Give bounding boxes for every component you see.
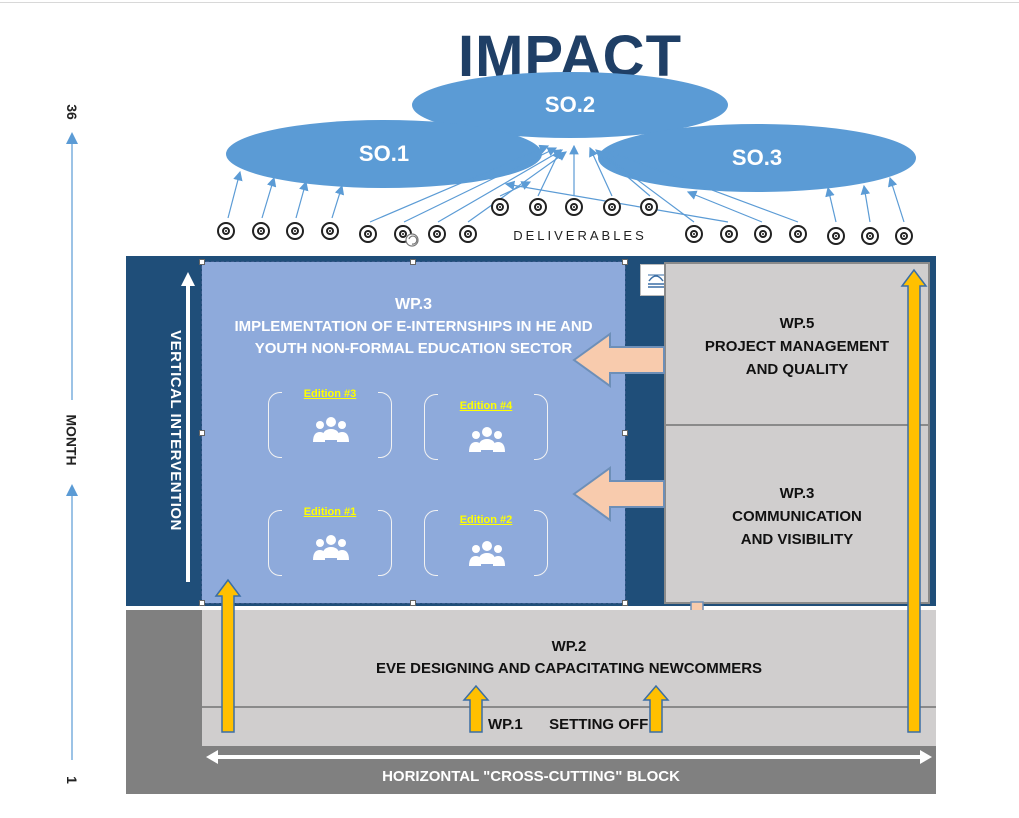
deliverable-target-icon <box>321 222 339 240</box>
edition-label: Edition #3 <box>303 388 357 400</box>
horizontal-block-label: HORIZONTAL "CROSS-CUTTING" BLOCK <box>382 768 680 785</box>
edition-label: Edition #2 <box>459 514 513 526</box>
deliverable-target-icon <box>861 227 879 245</box>
wp2-title: EVE DESIGNING AND CAPACITATING NEWCOMMER… <box>375 660 763 677</box>
wp1-code: WP.1 <box>488 716 523 733</box>
deliverable-target-icon <box>895 227 913 245</box>
wp5-line1: PROJECT MANAGEMENT <box>704 338 890 355</box>
edition-label: Edition #4 <box>459 400 513 412</box>
edition-card: Edition #1 <box>268 506 392 576</box>
people-group-icon <box>313 417 349 442</box>
resize-handle[interactable] <box>622 430 628 436</box>
wp3-implementation-box[interactable] <box>201 261 626 604</box>
deliverable-target-icon <box>359 225 377 243</box>
deliverable-target-icon <box>754 225 772 243</box>
so2-label: SO.2 <box>544 92 596 117</box>
wp3comm-to-wp3-arrow-icon <box>572 466 665 522</box>
resize-handle[interactable] <box>199 259 205 265</box>
wp5-to-wp3-arrow-icon <box>572 332 665 388</box>
deliverable-target-icon <box>529 198 547 216</box>
wp1-text: WP.1 SETTING OFF <box>488 716 648 733</box>
deliverable-target-icon <box>789 225 807 243</box>
so1-ellipse: SO.1 <box>226 120 542 188</box>
deliverable-target-icon <box>640 198 658 216</box>
wp3-comm-line2: AND VISIBILITY <box>740 531 854 548</box>
resize-handle[interactable] <box>199 430 205 436</box>
wp2-code: WP.2 <box>551 638 587 655</box>
deliverable-target-icon <box>252 222 270 240</box>
horizontal-double-arrow-icon <box>206 750 932 764</box>
wp5-code: WP.5 <box>779 315 815 332</box>
axis-start-label: 1 <box>63 776 80 784</box>
yellow-arrow-small-icon <box>642 684 670 733</box>
people-group-icon <box>469 427 505 452</box>
deliverable-target-icon <box>827 227 845 245</box>
people-group-icon <box>313 535 349 560</box>
wp3-comm-code: WP.3 <box>779 485 815 502</box>
yellow-arrow-small-icon <box>462 684 490 733</box>
resize-handle[interactable] <box>410 600 416 606</box>
wp1-title: SETTING OFF <box>549 716 649 733</box>
edition-card: Edition #2 <box>424 510 548 576</box>
deliverables-label: DELIVERABLES <box>513 228 647 243</box>
wp3-title-text: IMPLEMENTATION OF E-INTERNSHIPS IN HE AN… <box>234 318 593 357</box>
edition-card: Edition #3 <box>268 388 392 458</box>
so3-label: SO.3 <box>731 145 783 170</box>
wp5-management-box[interactable]: WP.5 PROJECT MANAGEMENT AND QUALITY <box>664 262 930 426</box>
vertical-arrow-icon <box>181 272 195 582</box>
month-axis-label: MONTH <box>58 380 86 500</box>
resize-handle[interactable] <box>199 600 205 606</box>
wp1-box[interactable] <box>202 706 936 746</box>
axis-end-label: 36 <box>63 104 80 120</box>
edition-card: Edition #4 <box>424 394 548 460</box>
wp3-comm-line1: COMMUNICATION <box>732 508 862 525</box>
edition-label: Edition #1 <box>303 506 357 518</box>
month-label-text: MONTH <box>64 414 81 466</box>
top-divider <box>0 2 1019 3</box>
so3-ellipse: SO.3 <box>598 124 916 192</box>
yellow-arrow-left-icon <box>214 578 242 733</box>
vertical-label-text: VERTICAL INTERVENTION <box>166 329 184 531</box>
deliverable-target-icon <box>491 198 509 216</box>
yellow-arrow-right-icon <box>900 268 928 733</box>
deliverable-target-icon <box>685 225 703 243</box>
wp5-line2: AND QUALITY <box>745 361 849 378</box>
resize-handle[interactable] <box>410 259 416 265</box>
wp3-communication-box[interactable]: WP.3 COMMUNICATION AND VISIBILITY <box>664 424 930 604</box>
deliverable-target-icon <box>459 225 477 243</box>
deliverable-target-icon <box>565 198 583 216</box>
deliverable-target-icon <box>286 222 304 240</box>
rotate-handle-icon[interactable] <box>402 230 424 250</box>
wp3-code: WP.3 <box>394 296 433 313</box>
deliverable-target-icon <box>217 222 235 240</box>
people-group-icon <box>469 541 505 566</box>
month-axis <box>66 132 78 760</box>
wp2-text: WP.2 EVE DESIGNING AND CAPACITATING NEWC… <box>202 636 936 680</box>
resize-handle[interactable] <box>622 259 628 265</box>
vertical-intervention-label: VERTICAL INTERVENTION <box>160 280 190 580</box>
wp2-box[interactable] <box>202 610 936 706</box>
deliverable-target-icon <box>603 198 621 216</box>
resize-handle[interactable] <box>622 600 628 606</box>
so1-label: SO.1 <box>358 141 410 166</box>
deliverable-target-icon <box>720 225 738 243</box>
deliverable-target-icon <box>428 225 446 243</box>
wp3-implementation-title: WP.3 IMPLEMENTATION OF E-INTERNSHIPS IN … <box>202 294 625 360</box>
